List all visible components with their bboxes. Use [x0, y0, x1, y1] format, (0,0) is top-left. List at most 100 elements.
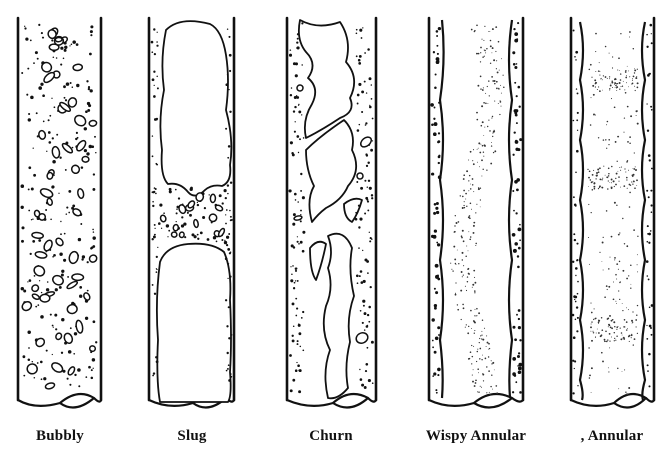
entrained-droplet	[599, 252, 600, 253]
liquid-speckle	[298, 390, 301, 393]
liquid-speckle	[434, 203, 437, 206]
liquid-speckle	[227, 184, 229, 186]
liquid-speckle	[435, 336, 439, 340]
entrained-droplet	[607, 177, 608, 178]
liquid-wisp-droplet	[463, 275, 464, 276]
liquid-speckle	[63, 85, 66, 88]
liquid-speckle	[514, 242, 518, 246]
liquid-speckle	[434, 288, 436, 290]
liquid-speckle	[91, 145, 94, 148]
liquid-wisp-droplet	[492, 47, 494, 49]
entrained-droplet	[637, 264, 638, 265]
liquid-speckle	[152, 201, 154, 203]
liquid-speckle	[152, 135, 153, 136]
liquid-speckle	[225, 128, 227, 130]
entrained-droplet	[609, 340, 610, 341]
liquid-speckle	[297, 46, 300, 49]
liquid-speckle	[359, 55, 362, 58]
entrained-droplet	[620, 187, 621, 188]
liquid-speckle	[650, 24, 653, 27]
liquid-speckle	[367, 161, 369, 163]
liquid-speckle	[70, 82, 72, 84]
liquid-speckle	[300, 241, 303, 244]
liquid-speckle	[190, 188, 193, 191]
liquid-speckle	[33, 148, 34, 149]
entrained-droplet	[605, 175, 606, 176]
liquid-wisp-droplet	[480, 47, 482, 49]
liquid-speckle	[646, 103, 647, 104]
liquid-speckle	[229, 252, 231, 254]
liquid-wisp-droplet	[486, 346, 487, 347]
liquid-speckle	[518, 326, 521, 329]
entrained-droplet	[593, 170, 594, 171]
liquid-speckle	[230, 181, 232, 183]
liquid-speckle	[358, 205, 360, 207]
entrained-droplet	[622, 310, 623, 311]
liquid-speckle	[152, 238, 154, 240]
liquid-speckle	[436, 242, 438, 244]
liquid-speckle	[289, 189, 292, 192]
liquid-speckle	[372, 140, 373, 141]
liquid-speckle	[231, 219, 233, 221]
liquid-wisp-droplet	[479, 348, 481, 350]
liquid-speckle	[156, 268, 157, 269]
liquid-speckle	[437, 368, 441, 372]
entrained-droplet	[589, 170, 591, 172]
liquid-speckle	[37, 304, 39, 306]
liquid-speckle	[157, 247, 158, 248]
slug-pipe	[149, 18, 234, 407]
liquid-speckle	[300, 210, 302, 212]
small-bubble	[47, 172, 54, 180]
entrained-droplet	[625, 92, 627, 94]
liquid-speckle	[437, 275, 439, 277]
liquid-speckle	[64, 46, 67, 49]
liquid-speckle	[651, 109, 653, 111]
liquid-speckle	[648, 233, 651, 236]
entrained-droplet	[609, 78, 610, 79]
entrained-droplet	[612, 319, 613, 320]
liquid-speckle	[76, 43, 79, 46]
liquid-wisp-droplet	[479, 152, 481, 154]
liquid-speckle	[227, 28, 228, 29]
entrained-droplet	[599, 71, 600, 72]
entrained-droplet	[608, 324, 610, 326]
entrained-droplet	[635, 166, 636, 167]
liquid-speckle	[574, 296, 577, 299]
liquid-wisp-droplet	[462, 196, 464, 198]
entrained-droplet	[608, 180, 609, 181]
liquid-speckle	[367, 186, 368, 187]
entrained-droplet	[633, 229, 635, 231]
entrained-droplet	[637, 69, 638, 70]
liquid-speckle	[58, 193, 59, 194]
entrained-droplet	[611, 327, 613, 329]
liquid-speckle	[60, 221, 61, 222]
liquid-speckle	[42, 315, 43, 316]
entrained-droplet	[614, 257, 616, 259]
entrained-droplet	[629, 76, 630, 77]
entrained-droplet	[636, 115, 637, 116]
entrained-droplet	[624, 369, 625, 370]
liquid-wisp-droplet	[474, 292, 475, 293]
entrained-droplet	[628, 70, 629, 71]
liquid-speckle	[224, 189, 227, 192]
entrained-droplet	[612, 87, 613, 88]
liquid-speckle	[228, 145, 231, 148]
liquid-wisp-droplet	[503, 75, 504, 76]
liquid-speckle	[65, 169, 67, 171]
liquid-speckle	[650, 106, 652, 108]
entrained-droplet	[626, 278, 628, 280]
liquid-wisp-droplet	[466, 206, 467, 207]
liquid-speckle	[372, 382, 374, 384]
liquid-speckle	[302, 349, 304, 351]
caption-bubbly: Bubbly	[36, 428, 84, 445]
liquid-speckle	[154, 224, 156, 226]
liquid-speckle	[295, 270, 297, 272]
liquid-wisp-droplet	[490, 40, 492, 42]
liquid-speckle	[515, 109, 518, 112]
liquid-wisp-droplet	[480, 386, 481, 387]
entrained-droplet	[603, 139, 604, 140]
entrained-droplet	[620, 338, 622, 340]
liquid-wisp-droplet	[468, 326, 469, 327]
liquid-speckle	[38, 24, 40, 26]
liquid-speckle	[228, 233, 230, 235]
